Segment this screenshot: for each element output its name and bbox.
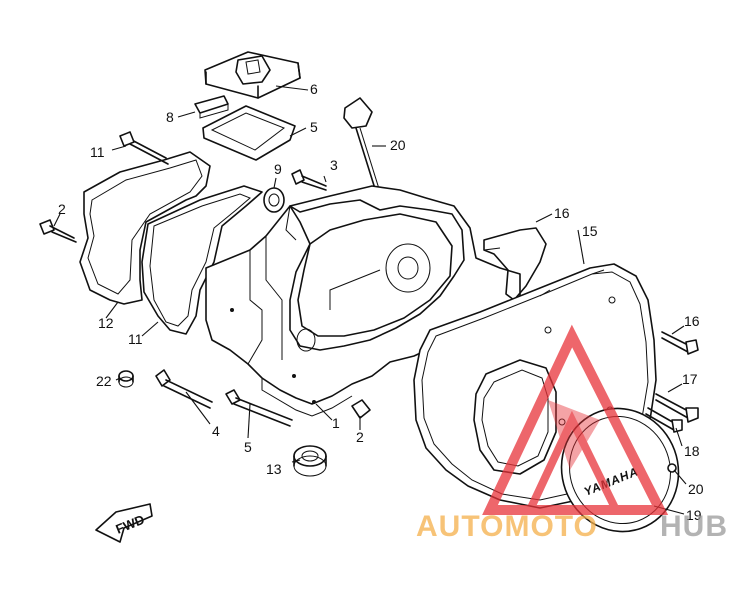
callout-1: 1 [332, 415, 340, 431]
part-9-seal [263, 187, 285, 213]
callout-17: 17 [682, 371, 698, 387]
callout-7: 6 [310, 81, 318, 97]
part-8-bar [194, 95, 229, 119]
part-4-bolt [155, 369, 213, 409]
watermark: AUTOMOTO HUB [416, 324, 728, 543]
callout-11: 12 [98, 315, 114, 331]
callout-3: 3 [330, 157, 338, 173]
part-10-gasket [141, 185, 263, 335]
callout-4: 4 [212, 423, 220, 439]
watermark-text-automoto: AUTOMOTO [416, 510, 598, 543]
part-11-left-cover [79, 151, 211, 305]
callout-22: 22 [96, 373, 112, 389]
callout-9: 9 [274, 161, 282, 177]
watermark-logo-icon [482, 324, 669, 515]
callout-12-left: 2 [58, 201, 66, 217]
part-17-screw [655, 393, 699, 423]
part-6-gasket [202, 105, 296, 161]
callout-8: 8 [166, 109, 174, 125]
callout-15: 16 [554, 205, 570, 221]
callout-6: 5 [310, 119, 318, 135]
callout-5: 5 [244, 439, 252, 455]
callout-10: 11 [128, 331, 143, 347]
callout-19: 19 [686, 507, 702, 523]
callout-21: 20 [390, 137, 406, 153]
part-15-gasket [483, 227, 547, 301]
part-22-plug [118, 370, 134, 388]
callout-14: 15 [582, 223, 598, 239]
fwd-arrow: FWD [95, 503, 153, 543]
callout-13: 13 [266, 461, 282, 477]
part-3-screw [291, 169, 327, 191]
part-19-emblem-cover: YAMAHA [560, 407, 680, 533]
callout-20: 20 [688, 481, 704, 497]
callout-12-top: 11 [90, 144, 105, 160]
part-5-bolt [225, 389, 293, 427]
part-2-dowel [351, 399, 371, 419]
callout-16: 16 [684, 313, 700, 329]
callout-labels: 6 8 5 20 11 9 3 2 16 15 12 11 16 22 17 1… [58, 81, 704, 523]
watermark-text-hub: HUB [660, 510, 728, 543]
part-16-screw [661, 331, 699, 355]
part-21-dipstick [343, 97, 381, 193]
part-7-cap [204, 51, 301, 99]
part-12-screw-left [39, 219, 77, 243]
leader-lines [53, 85, 687, 515]
callout-18: 18 [684, 443, 700, 459]
part-18-screw [645, 407, 683, 433]
callout-2-bottom: 2 [356, 429, 364, 445]
part-13-bearing [293, 445, 327, 477]
fwd-label: FWD [114, 512, 147, 537]
part-12-screw-top [119, 131, 169, 165]
